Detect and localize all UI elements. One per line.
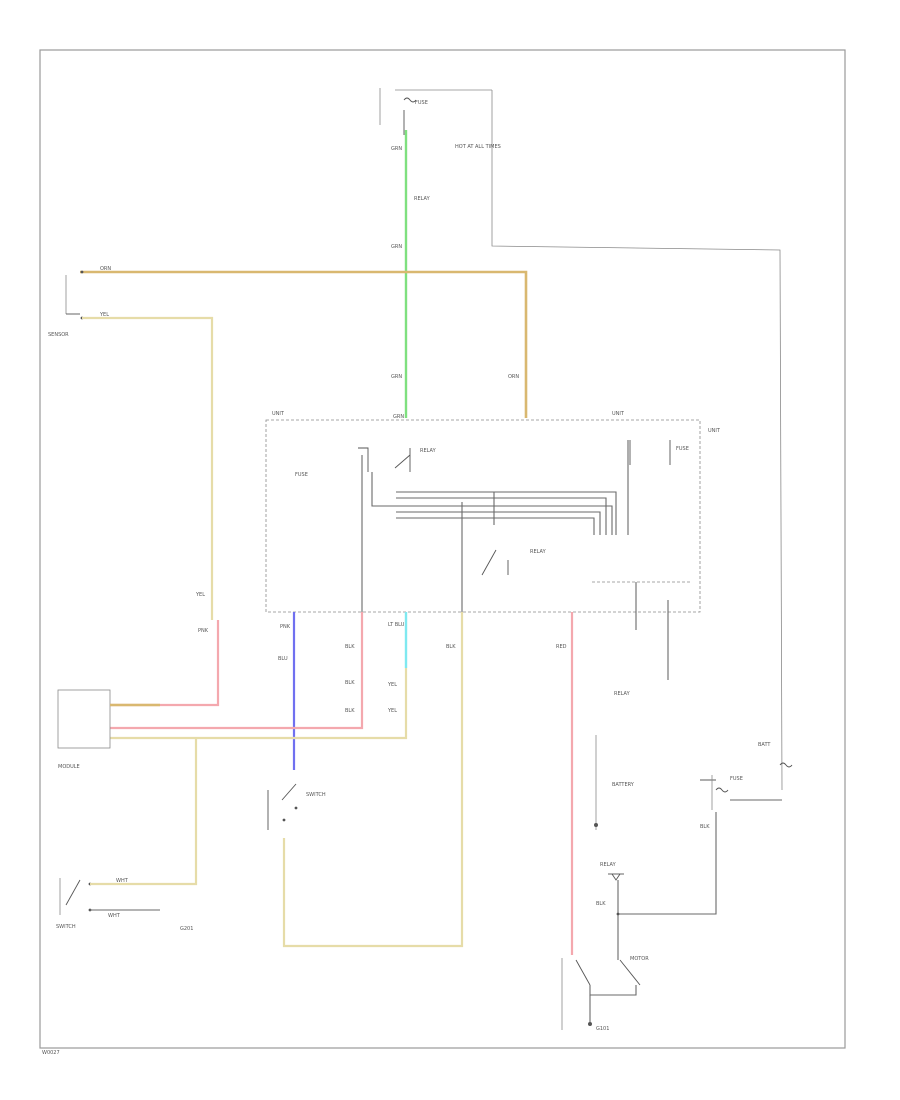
ground-label-g201: G201 (180, 926, 193, 932)
inner-bus-3 (396, 511, 601, 535)
wire-label-18: BLK (446, 644, 456, 650)
inner-right-fuses (629, 440, 671, 465)
main-unit-label-right: UNIT (612, 411, 625, 417)
top-note-bracket (491, 90, 783, 791)
battery-symbol (594, 735, 598, 830)
wire-label-12: BLK (345, 644, 355, 650)
main-unit-label: UNIT (272, 411, 285, 417)
wire-label-13: BLK (345, 680, 355, 686)
starter-relay-label: RELAY (600, 862, 617, 868)
wire-label-9: PNK (198, 628, 209, 634)
yellow-wire-push (90, 738, 198, 886)
inner-bus-2 (396, 497, 607, 535)
wire-label-22: BLK (700, 824, 710, 830)
wire-label-20: WHT (108, 913, 121, 919)
trans-switch-symbol (267, 783, 298, 830)
control-module-box (57, 689, 111, 749)
inner-relay-1-label: RELAY (420, 448, 437, 454)
inner-relay-2-label: RELAY (530, 549, 547, 555)
inner-bus-1 (396, 491, 617, 535)
right-relay-label: RELAY (614, 691, 631, 697)
wire-label-8: YEL (195, 592, 205, 598)
starter-relay-symbol (608, 873, 624, 960)
inner-bus-4 (396, 517, 595, 535)
right-fuse-label: FUSE (730, 776, 743, 782)
left-sensor-symbol (65, 270, 84, 320)
wire-label-4: GRN (393, 414, 404, 420)
right-fuse-symbol (711, 775, 729, 810)
inner-right-fuse-label: FUSE (676, 446, 689, 452)
wire-label-14: BLK (345, 708, 355, 714)
wire-label-21: RED (556, 644, 567, 650)
far-right-label: BATT (758, 742, 771, 748)
yellow-wire-loop (282, 612, 464, 948)
right-fuse-down (618, 812, 717, 915)
starter-motor-label: MOTOR (630, 956, 649, 962)
wire-label-11: BLU (278, 656, 288, 662)
wire-label-7: YEL (99, 312, 109, 318)
top-fuse-label: FUSE (415, 100, 428, 106)
wire-label-15: LT BLU (388, 622, 405, 628)
push-switch-label: SWITCH (56, 924, 76, 930)
right-unit-note: UNIT (708, 428, 721, 434)
main-unit-box (265, 419, 701, 613)
yellow-wire-left (82, 316, 214, 620)
diagram-frame (39, 49, 846, 1049)
wire-label-6: ORN (508, 374, 519, 380)
inner-relay-1 (358, 447, 613, 535)
yellow-wire-mid (110, 668, 408, 740)
inner-relay-2 (481, 549, 509, 576)
inner-fuse-label: FUSE (295, 472, 308, 478)
pink-wire-mid (110, 612, 364, 730)
wire-label-2: GRN (391, 244, 402, 250)
battery-label: BATTERY (612, 782, 635, 788)
wire-label-5: ORN (100, 266, 111, 272)
trans-switch-label: SWITCH (306, 792, 326, 798)
left-sensor-label: SENSOR (48, 332, 69, 338)
wire-label-1: GRN (391, 146, 402, 152)
wire-label-19: WHT (116, 878, 129, 884)
ground-label-g101: G101 (596, 1026, 609, 1032)
far-right-fuse (779, 762, 793, 768)
starter-motor-symbol (561, 958, 641, 1030)
top-fuse-symbol (403, 97, 417, 135)
wire-label-23: BLK (596, 901, 606, 907)
wire-label-10: PNK (280, 624, 291, 630)
control-module-label: MODULE (58, 764, 80, 770)
wire-label-3: GRN (391, 374, 402, 380)
connector-label-top: RELAY (414, 196, 431, 202)
hot-at-all-times-label: HOT AT ALL TIMES (455, 144, 501, 150)
push-switch-symbol (59, 878, 92, 915)
wire-label-17: YEL (387, 708, 397, 714)
page-label: W0027 (42, 1050, 60, 1056)
orange-wire (80, 270, 528, 418)
wire-label-16: YEL (387, 682, 397, 688)
